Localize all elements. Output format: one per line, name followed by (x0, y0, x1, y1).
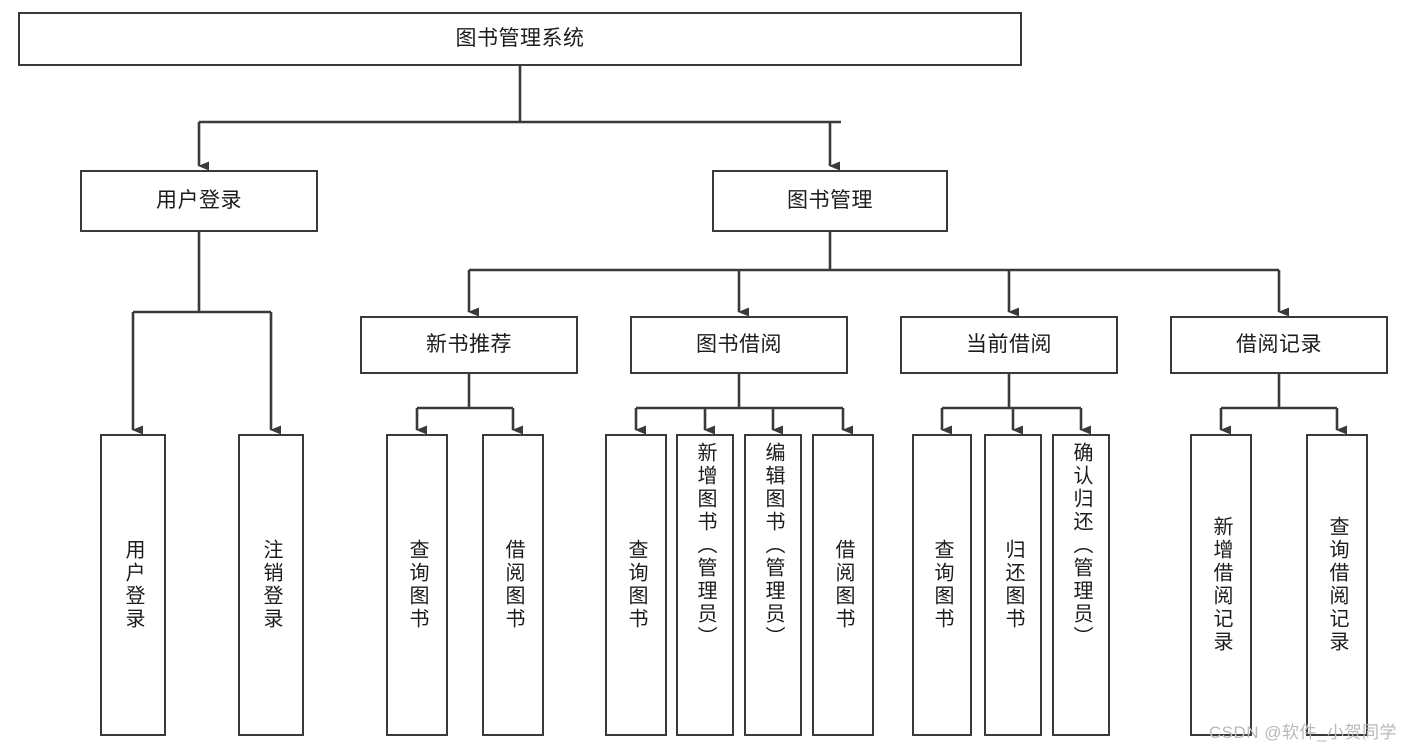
node-current-borrow-label: 当前借阅 (966, 332, 1052, 356)
node-book-borrow-label: 图书借阅 (696, 332, 782, 356)
leaf-borrow-book[interactable]: 借阅图书 (812, 434, 874, 736)
node-borrow-record[interactable]: 借阅记录 (1170, 316, 1388, 374)
leaf-add-borrow-record[interactable]: 新增借阅记录 (1190, 434, 1252, 736)
leaf-add-book-admin-label: 新增图书（管理员） (694, 442, 716, 649)
node-current-borrow[interactable]: 当前借阅 (900, 316, 1118, 374)
leaf-query-book-borrow-label: 查询图书 (625, 539, 647, 631)
leaf-confirm-return-admin-label: 确认归还（管理员） (1070, 442, 1092, 649)
leaf-query-borrow-record[interactable]: 查询借阅记录 (1306, 434, 1368, 736)
leaf-query-borrow-record-label: 查询借阅记录 (1326, 516, 1348, 654)
leaf-return-book[interactable]: 归还图书 (984, 434, 1042, 736)
node-book-management-label: 图书管理 (787, 188, 873, 212)
leaf-borrow-book-recommend[interactable]: 借阅图书 (482, 434, 544, 736)
leaf-query-book-recommend[interactable]: 查询图书 (386, 434, 448, 736)
node-user-login-label: 用户登录 (156, 188, 242, 212)
leaf-add-borrow-record-label: 新增借阅记录 (1210, 516, 1232, 654)
leaf-borrow-book-recommend-label: 借阅图书 (502, 539, 524, 631)
node-borrow-record-label: 借阅记录 (1236, 332, 1322, 356)
leaf-confirm-return-admin[interactable]: 确认归还（管理员） (1052, 434, 1110, 736)
leaf-add-book-admin[interactable]: 新增图书（管理员） (676, 434, 734, 736)
leaf-query-book-current-label: 查询图书 (931, 539, 953, 631)
leaf-user-login[interactable]: 用户登录 (100, 434, 166, 736)
leaf-edit-book-admin[interactable]: 编辑图书（管理员） (744, 434, 802, 736)
leaf-return-book-label: 归还图书 (1002, 539, 1024, 631)
leaf-logout[interactable]: 注销登录 (238, 434, 304, 736)
node-user-login[interactable]: 用户登录 (80, 170, 318, 232)
node-root[interactable]: 图书管理系统 (18, 12, 1022, 66)
leaf-edit-book-admin-label: 编辑图书（管理员） (762, 442, 784, 649)
leaf-logout-label: 注销登录 (260, 539, 282, 631)
node-book-management[interactable]: 图书管理 (712, 170, 948, 232)
leaf-query-book-current[interactable]: 查询图书 (912, 434, 972, 736)
node-new-book-recommend-label: 新书推荐 (426, 332, 512, 356)
node-book-borrow[interactable]: 图书借阅 (630, 316, 848, 374)
csdn-watermark: CSDN @软件_小贺同学 (1208, 723, 1397, 742)
leaf-borrow-book-label: 借阅图书 (832, 539, 854, 631)
leaf-query-book-recommend-label: 查询图书 (406, 539, 428, 631)
leaf-user-login-label: 用户登录 (122, 539, 144, 631)
node-root-label: 图书管理系统 (455, 26, 585, 50)
node-new-book-recommend[interactable]: 新书推荐 (360, 316, 578, 374)
leaf-query-book-borrow[interactable]: 查询图书 (605, 434, 667, 736)
